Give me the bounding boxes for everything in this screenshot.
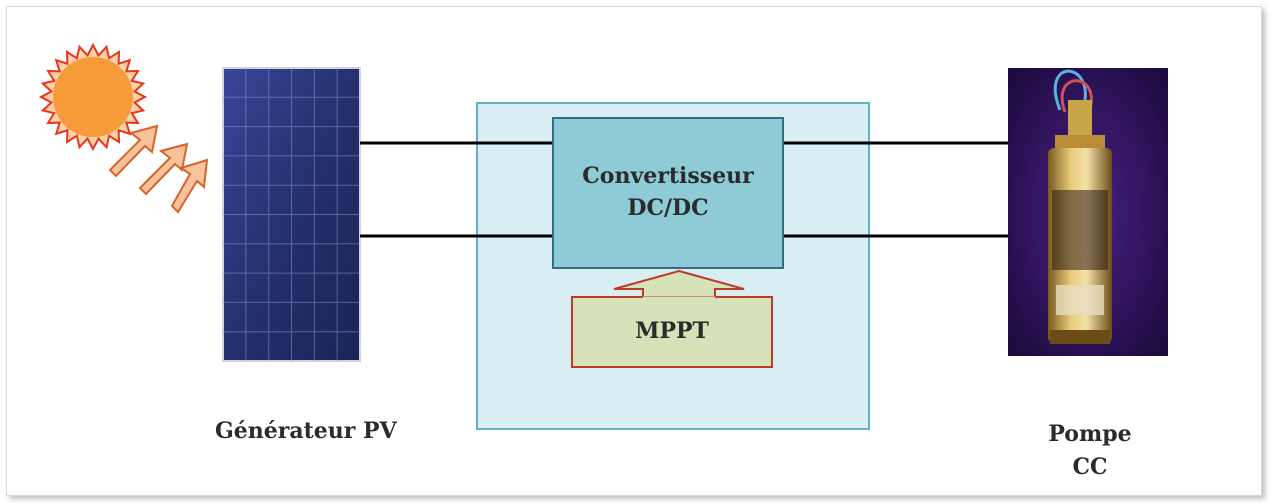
sunlight-arrows-icon <box>108 124 209 214</box>
converter-label-line2: DC/DC <box>627 195 709 221</box>
pv-panel-image <box>222 67 361 362</box>
converter-label-line1: Convertisseur <box>582 163 754 190</box>
mppt-label: MPPT <box>635 318 709 344</box>
pv-generator-label: Générateur PV <box>215 418 397 444</box>
dc-pump-image <box>1008 68 1168 356</box>
converter-box: Convertisseur DC/DC <box>552 117 784 269</box>
pump-label: Pompe CC <box>1030 418 1150 484</box>
sun-icon <box>38 42 148 152</box>
pump-label-line2: CC <box>1072 454 1108 480</box>
pump-label-line1: Pompe <box>1048 421 1132 447</box>
